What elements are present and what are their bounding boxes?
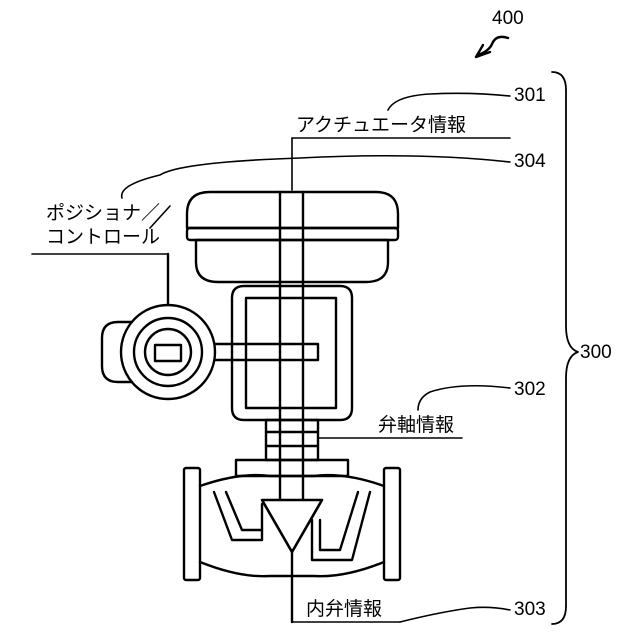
ref-400: 400 (492, 9, 524, 28)
leader-301 (388, 93, 510, 110)
leader-lines (32, 93, 510, 622)
positioner-controller (102, 254, 318, 399)
label-positioner-line2: コントロール (46, 228, 160, 247)
ref-301: 301 (514, 86, 546, 105)
actuator-housing (187, 192, 398, 282)
yoke (232, 286, 352, 420)
label-actuator-info: アクチュエータ情報 (296, 116, 466, 135)
leader-303 (400, 607, 510, 622)
leader-302 (418, 386, 510, 410)
brace-300 (552, 72, 578, 624)
valve-stem (280, 192, 303, 500)
bonnet (236, 420, 348, 476)
label-positioner-line1: ポジショナ／ (46, 204, 160, 223)
figure-pointer-arrow (476, 37, 508, 57)
ref-303: 303 (514, 600, 546, 619)
label-valve-shaft-info: 弁軸情報 (378, 416, 454, 435)
ref-302: 302 (514, 380, 546, 399)
ref-304: 304 (514, 152, 546, 171)
label-inner-valve-info: 内弁情報 (306, 600, 382, 619)
ref-300: 300 (580, 343, 612, 362)
